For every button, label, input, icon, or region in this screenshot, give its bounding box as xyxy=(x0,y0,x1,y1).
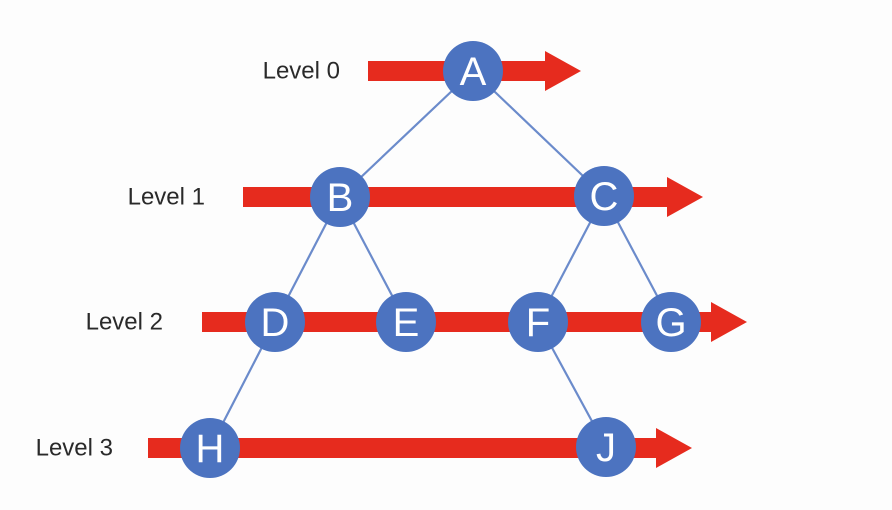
node-F-circle xyxy=(508,292,568,352)
node-H: H xyxy=(180,418,240,478)
node-D-circle xyxy=(245,292,305,352)
node-D: D xyxy=(245,292,305,352)
level-2-arrow-bar xyxy=(202,312,713,332)
node-G: G xyxy=(641,292,701,352)
node-A-circle xyxy=(443,41,503,101)
node-E-label: E xyxy=(393,301,420,345)
node-A: A xyxy=(443,41,503,101)
node-C-circle xyxy=(574,166,634,226)
node-E-circle xyxy=(376,292,436,352)
level-labels-layer: Level 0 Level 1 Level 2 Level 3 xyxy=(36,58,340,462)
level-label-2: Level 2 xyxy=(86,309,163,336)
node-G-circle xyxy=(641,292,701,352)
node-B: B xyxy=(310,167,370,227)
node-J: J xyxy=(576,417,636,477)
node-J-circle xyxy=(576,417,636,477)
node-H-label: H xyxy=(196,427,225,471)
node-F: F xyxy=(508,292,568,352)
level-0-arrowhead-icon xyxy=(545,51,581,91)
edge-A-B xyxy=(339,70,474,198)
node-C: C xyxy=(574,166,634,226)
node-F-label: F xyxy=(526,301,550,345)
level-label-3: Level 3 xyxy=(36,435,113,462)
level-label-0: Level 0 xyxy=(263,58,340,85)
node-D-label: D xyxy=(261,301,290,345)
node-E: E xyxy=(376,292,436,352)
level-2-arrowhead-icon xyxy=(711,302,747,342)
level-1-arrowhead-icon xyxy=(667,177,703,217)
tree-nodes-layer: A B C D E F G H J xyxy=(180,41,701,478)
level-2-arrow xyxy=(202,302,747,342)
node-B-label: B xyxy=(327,176,354,220)
node-H-circle xyxy=(180,418,240,478)
node-G-label: G xyxy=(655,301,686,345)
level-3-arrowhead-icon xyxy=(656,428,692,468)
level-3-arrow-bar xyxy=(148,438,658,458)
edge-A-C xyxy=(472,70,605,197)
node-J-label: J xyxy=(596,426,616,470)
node-B-circle xyxy=(310,167,370,227)
level-arrows-layer xyxy=(148,51,747,468)
level-label-1: Level 1 xyxy=(128,184,205,211)
node-A-label: A xyxy=(460,50,487,94)
tree-edges-layer xyxy=(209,70,672,449)
level-3-arrow xyxy=(148,428,692,468)
node-C-label: C xyxy=(590,175,619,219)
